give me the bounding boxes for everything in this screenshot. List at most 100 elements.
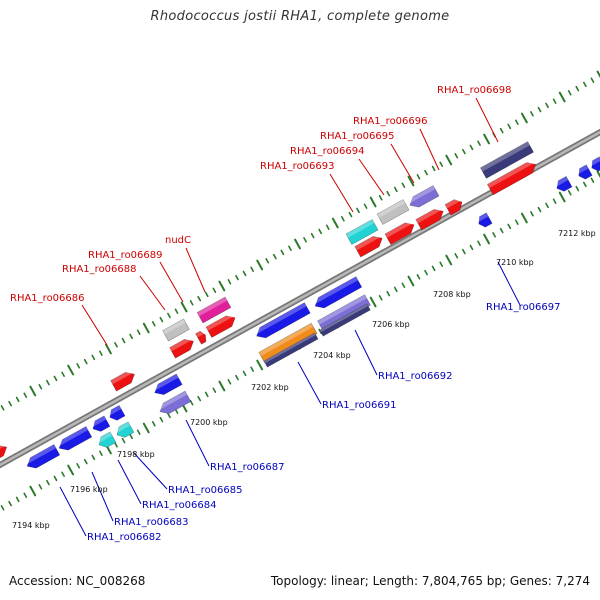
forward-tick-mark <box>454 153 459 159</box>
reverse-tick-mark <box>99 450 103 456</box>
reverse-tick-mark <box>235 374 239 381</box>
forward-tick-mark <box>483 133 490 145</box>
gene-arrow-highlight <box>590 156 600 167</box>
forward-tick-row <box>0 70 600 411</box>
reverse-tick-mark <box>136 429 141 435</box>
reverse-tick-mark <box>61 471 65 477</box>
forward-tick-mark <box>348 211 353 218</box>
gene-arrow-highlight <box>480 141 530 172</box>
forward-tick-mark <box>76 363 81 369</box>
gene-arrow <box>195 330 207 345</box>
reverse-tick-mark <box>250 366 254 372</box>
reverse-tick-mark <box>416 274 421 280</box>
forward-tick-mark <box>558 91 566 103</box>
gene-arrow-highlight <box>255 302 307 335</box>
gene-arrow-highlight <box>445 199 462 209</box>
reverse-tick-mark <box>204 391 209 398</box>
forward-tick-mark <box>250 266 254 272</box>
reverse-tick-mark <box>167 412 171 419</box>
gene-arrow-highlight <box>162 318 186 335</box>
reverse-tick-mark <box>38 484 43 490</box>
gene-arrow-highlight <box>159 390 188 411</box>
gene-arrow <box>92 415 111 432</box>
gene-arrow <box>480 141 534 179</box>
forward-tick-mark <box>142 322 150 334</box>
reverse-tick-mark <box>545 202 549 209</box>
forward-tick-mark <box>53 375 58 382</box>
forward-tick-mark <box>218 280 226 292</box>
label-leader-line <box>358 158 385 196</box>
reverse-tick-mark <box>67 464 75 476</box>
forward-tick-mark <box>325 224 330 230</box>
forward-tick-mark <box>227 279 232 285</box>
forward-tick-mark <box>29 385 37 397</box>
gene-label: RHA1_ro06694 <box>290 146 365 157</box>
gene-label: RHA1_ro06693 <box>260 161 335 172</box>
gene-label: RHA1_ro06686 <box>10 293 85 304</box>
label-leader-line <box>297 361 322 405</box>
kbp-tick-label: 7212 kbp <box>558 229 596 238</box>
reverse-tick-mark <box>499 227 504 234</box>
gene-label: RHA1_ro06682 <box>87 532 162 543</box>
reverse-tick-mark <box>256 359 264 371</box>
forward-tick-mark <box>567 90 572 96</box>
forward-tick-mark <box>356 207 360 214</box>
forward-tick-mark <box>303 237 307 243</box>
forward-tick-mark <box>242 270 247 277</box>
reverse-tick-mark <box>8 500 12 507</box>
gene-arrow <box>319 303 371 337</box>
forward-tick-mark <box>167 312 171 319</box>
label-leader-line <box>185 247 206 293</box>
reverse-tick-mark <box>407 275 415 287</box>
gene-labels: RHA1_ro06686RHA1_ro06688RHA1_ro06689nudC… <box>10 85 561 543</box>
forward-tick-mark <box>407 175 415 187</box>
gene-arrow <box>109 404 126 421</box>
reverse-tick-mark <box>121 437 126 444</box>
forward-tick-mark <box>197 295 202 302</box>
reverse-tick-mark <box>520 212 528 224</box>
forward-tick-mark <box>23 392 28 398</box>
gene-arrow-highlight <box>0 445 6 456</box>
gene-arrow-highlight <box>409 185 436 204</box>
gene-label: RHA1_ro06683 <box>114 517 189 528</box>
gene-label: RHA1_ro06698 <box>437 85 512 96</box>
gene-arrow <box>314 276 363 309</box>
label-leader-line <box>139 275 166 311</box>
gene-arrow <box>263 332 319 368</box>
label-leader-line <box>59 486 87 537</box>
forward-tick-mark <box>499 127 504 134</box>
reverse-tick-mark <box>46 479 50 486</box>
gene-arrow-highlight <box>153 373 179 392</box>
kbp-tick-label: 7200 kbp <box>190 418 228 427</box>
reverse-tick-mark <box>462 248 466 255</box>
gene-arrow-highlight <box>384 222 414 238</box>
reverse-tick-mark <box>53 475 58 482</box>
gene-arrow-highlight <box>169 339 193 352</box>
reverse-tick-mark <box>15 496 20 503</box>
forward-tick-mark <box>331 217 339 229</box>
forward-tick-mark <box>310 232 315 239</box>
reverse-tick-mark <box>197 395 202 402</box>
gene-arrow-highlight <box>477 212 489 223</box>
reverse-tick-mark <box>537 206 542 213</box>
gene-arrow-highlight <box>263 332 316 364</box>
forward-tick-mark <box>114 342 118 348</box>
reverse-tick-mark <box>401 282 406 288</box>
gene-arrow <box>444 199 463 216</box>
gene-arrow <box>384 222 415 245</box>
gene-arrow-highlight <box>258 323 314 356</box>
forward-tick-mark <box>189 300 194 306</box>
forward-tick-mark <box>439 161 444 167</box>
forward-tick-mark <box>507 123 512 130</box>
reverse-tick-mark <box>439 261 444 267</box>
reverse-tick-mark <box>369 296 377 308</box>
forward-tick-mark <box>514 119 519 125</box>
forward-tick-mark <box>61 371 65 377</box>
gene-arrow <box>578 164 593 180</box>
gene-label: RHA1_ro06685 <box>168 485 243 496</box>
gene-arrow <box>26 444 61 469</box>
gene-arrow-highlight <box>58 426 88 447</box>
gene-arrow <box>258 322 318 364</box>
gene-arrow <box>256 302 311 339</box>
reverse-tick-mark <box>189 400 194 406</box>
